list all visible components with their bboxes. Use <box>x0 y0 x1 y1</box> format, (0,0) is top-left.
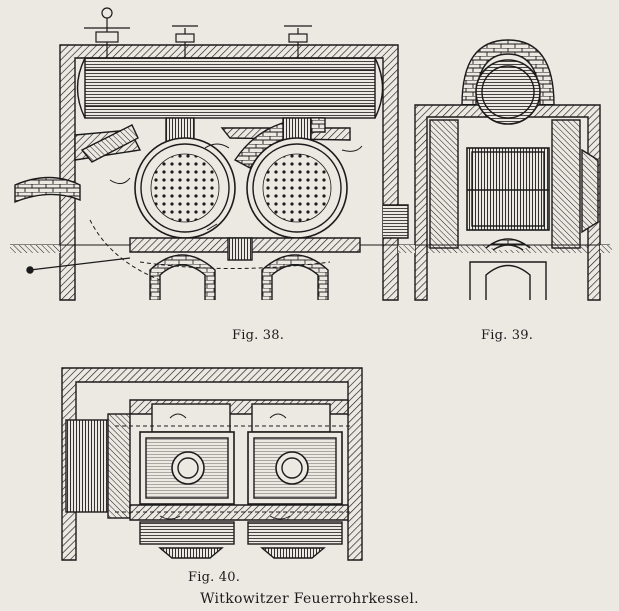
fig-40-drawing <box>61 367 363 561</box>
figure-label-39: Fig. 39. <box>481 328 534 343</box>
figure-label-40: Fig. 40. <box>188 570 241 585</box>
fig-38-drawing <box>10 7 600 301</box>
figure-label-38: Fig. 38. <box>232 328 285 343</box>
plate-caption: Witkowitzer Feuerrohrkessel. <box>200 591 419 607</box>
fig-39-drawing <box>400 39 612 301</box>
